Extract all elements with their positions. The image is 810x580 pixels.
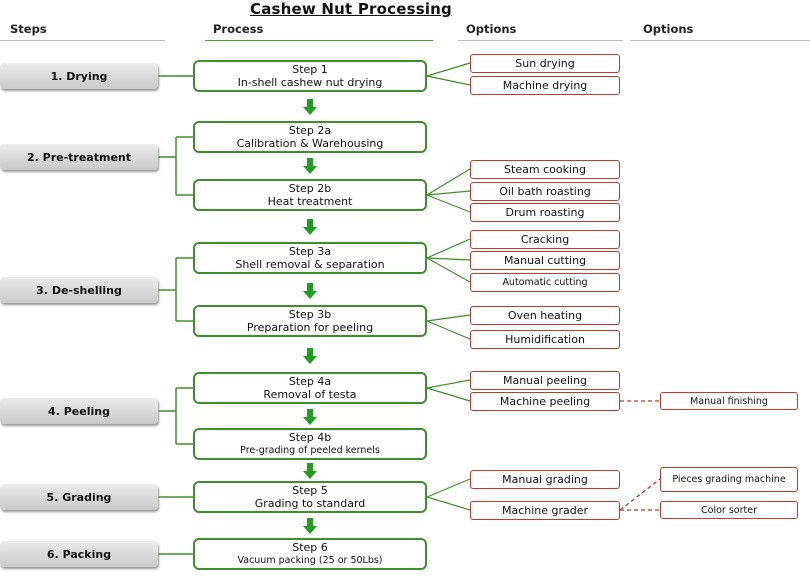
option-drum-roasting: Drum roasting	[470, 203, 620, 222]
option-cracking: Cracking	[470, 230, 620, 249]
process-step-description: Vacuum packing (25 or 50Lbs)	[237, 555, 383, 566]
header-divider	[458, 40, 623, 41]
process-step-number: Step 3a	[288, 245, 332, 258]
process-step-description: Shell removal & separation	[235, 258, 385, 271]
step-peeling: 4. Peeling	[0, 398, 158, 424]
option-humidification: Humidification	[470, 330, 620, 349]
header-steps: Steps	[10, 22, 47, 36]
option-manual-grading: Manual grading	[470, 470, 620, 489]
process-step-2a: Step 2a Calibration & Warehousing	[193, 121, 427, 153]
process-step-number: Step 4a	[288, 375, 332, 388]
down-arrow-icon	[303, 518, 317, 534]
step-drying: 1. Drying	[0, 63, 158, 89]
step-packing: 6. Packing	[0, 541, 158, 567]
down-arrow-icon	[303, 219, 317, 235]
header-divider	[630, 40, 810, 41]
down-arrow-icon	[303, 463, 317, 479]
option-manual-peeling: Manual peeling	[470, 371, 620, 390]
header-divider	[0, 40, 165, 41]
down-arrow-icon	[303, 283, 317, 299]
process-step-4a: Step 4a Removal of testa	[193, 372, 427, 404]
process-step-description: Removal of testa	[263, 388, 357, 401]
option-machine-grader: Machine grader	[470, 501, 620, 520]
process-step-number: Step 2b	[288, 182, 332, 195]
process-step-3b: Step 3b Preparation for peeling	[193, 305, 427, 337]
option-sun-drying: Sun drying	[470, 54, 620, 73]
process-step-number: Step 6	[292, 541, 328, 554]
option-oven-heating: Oven heating	[470, 306, 620, 325]
secondary-option-manual-finishing: Manual finishing	[660, 392, 798, 410]
secondary-option-pieces-grading-machine: Pieces grading machine	[660, 467, 798, 492]
step-grading: 5. Grading	[0, 484, 158, 510]
step-pre-treatment: 2. Pre-treatment	[0, 144, 158, 170]
option-machine-peeling: Machine peeling	[470, 392, 620, 411]
process-step-2b: Step 2b Heat treatment	[193, 179, 427, 211]
step-de-shelling: 3. De-shelling	[0, 277, 158, 303]
process-step-description: Grading to standard	[254, 497, 366, 510]
header-options-secondary: Options	[643, 22, 694, 36]
process-step-1: Step 1 In-shell cashew nut drying	[193, 60, 427, 92]
process-step-description: Pre-grading of peeled kernels	[240, 445, 380, 456]
process-step-5: Step 5 Grading to standard	[193, 481, 427, 513]
option-manual-cutting: Manual cutting	[470, 251, 620, 270]
down-arrow-icon	[303, 348, 317, 364]
process-step-3a: Step 3a Shell removal & separation	[193, 242, 427, 274]
process-step-number: Step 1	[292, 63, 328, 76]
process-step-description: In-shell cashew nut drying	[237, 76, 383, 89]
process-step-number: Step 2a	[288, 124, 332, 137]
process-step-description: Preparation for peeling	[246, 321, 374, 334]
process-step-number: Step 5	[292, 484, 328, 497]
down-arrow-icon	[303, 99, 317, 115]
option-steam-cooking: Steam cooking	[470, 160, 620, 179]
process-step-description: Calibration & Warehousing	[236, 137, 384, 150]
process-step-6: Step 6 Vacuum packing (25 or 50Lbs)	[193, 538, 427, 570]
process-step-description: Heat treatment	[267, 195, 353, 208]
secondary-option-color-sorter: Color sorter	[660, 501, 798, 519]
process-step-number: Step 3b	[288, 308, 332, 321]
option-oil-bath-roasting: Oil bath roasting	[470, 182, 620, 201]
diagram-title: Cashew Nut Processing	[250, 0, 452, 18]
down-arrow-icon	[303, 409, 317, 425]
header-divider	[205, 40, 433, 41]
option-machine-drying: Machine drying	[470, 76, 620, 95]
process-step-4b: Step 4b Pre-grading of peeled kernels	[193, 428, 427, 460]
header-process: Process	[213, 22, 264, 36]
process-step-number: Step 4b	[288, 431, 332, 444]
option-automatic-cutting: Automatic cutting	[470, 273, 620, 292]
header-options: Options	[466, 22, 517, 36]
down-arrow-icon	[303, 158, 317, 174]
